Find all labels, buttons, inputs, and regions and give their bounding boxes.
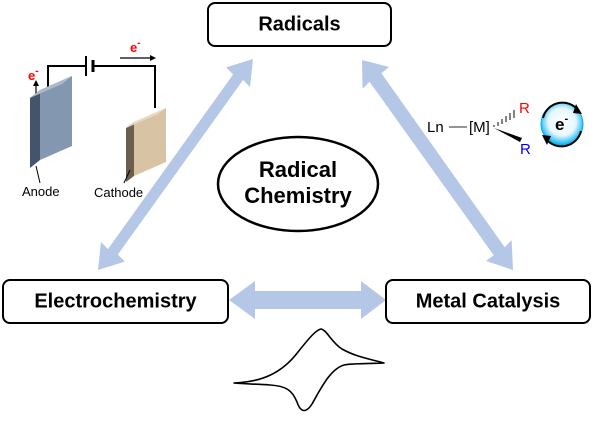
arrow-electrochemistry-metal-catalysis xyxy=(229,281,386,319)
node-electrochemistry-label: Electrochemistry xyxy=(34,290,197,312)
center-label-line2: Chemistry xyxy=(244,183,352,208)
electron-circle-label: e- xyxy=(555,113,568,134)
hashed-bond xyxy=(493,110,515,127)
node-metal-catalysis: Metal Catalysis xyxy=(385,279,591,324)
cycle-arrow-bottom-head xyxy=(542,135,551,145)
electron-label-top: e- xyxy=(130,38,141,55)
cycle-arrow-top-head xyxy=(573,104,582,114)
node-radicals-label: Radicals xyxy=(258,13,340,35)
node-electrochemistry: Electrochemistry xyxy=(2,279,229,324)
electrochemical-cell-illustration: e- e- Anode Cathode xyxy=(22,38,166,200)
arrow-radicals-electrochemistry xyxy=(98,59,253,270)
cycle-arrow-bottom xyxy=(545,130,582,148)
node-metal-catalysis-label: Metal Catalysis xyxy=(416,290,561,312)
ligand-label: Ln xyxy=(427,119,444,136)
cycle-arrow-top xyxy=(542,101,579,119)
electron-arrow-left-head xyxy=(33,80,39,86)
r-lower-label: R xyxy=(520,141,531,158)
anode-label: Anode xyxy=(22,184,60,199)
cyclic-voltammogram-curve xyxy=(233,328,385,412)
arrow-radicals-metal-catalysis xyxy=(362,60,513,270)
cell-wire-right xyxy=(93,65,156,108)
cathode-pointer xyxy=(123,169,131,184)
center-radical-chemistry: Radical Chemistry xyxy=(216,135,380,233)
metal-complex-illustration: Ln [M] R R e- xyxy=(427,100,584,158)
electron-arrow-top-head xyxy=(150,55,156,61)
node-radicals: Radicals xyxy=(207,2,392,47)
metal-label: [M] xyxy=(469,119,490,136)
anode-electrode xyxy=(30,76,72,168)
r-upper-label: R xyxy=(519,100,530,117)
cell-wire xyxy=(47,65,86,96)
electron-label-left: e- xyxy=(28,66,39,83)
wedge-bond xyxy=(494,128,522,142)
anode-pointer xyxy=(35,165,41,184)
cathode-electrode xyxy=(126,108,166,182)
cathode-label: Cathode xyxy=(94,185,143,200)
center-label-line1: Radical xyxy=(259,157,337,182)
